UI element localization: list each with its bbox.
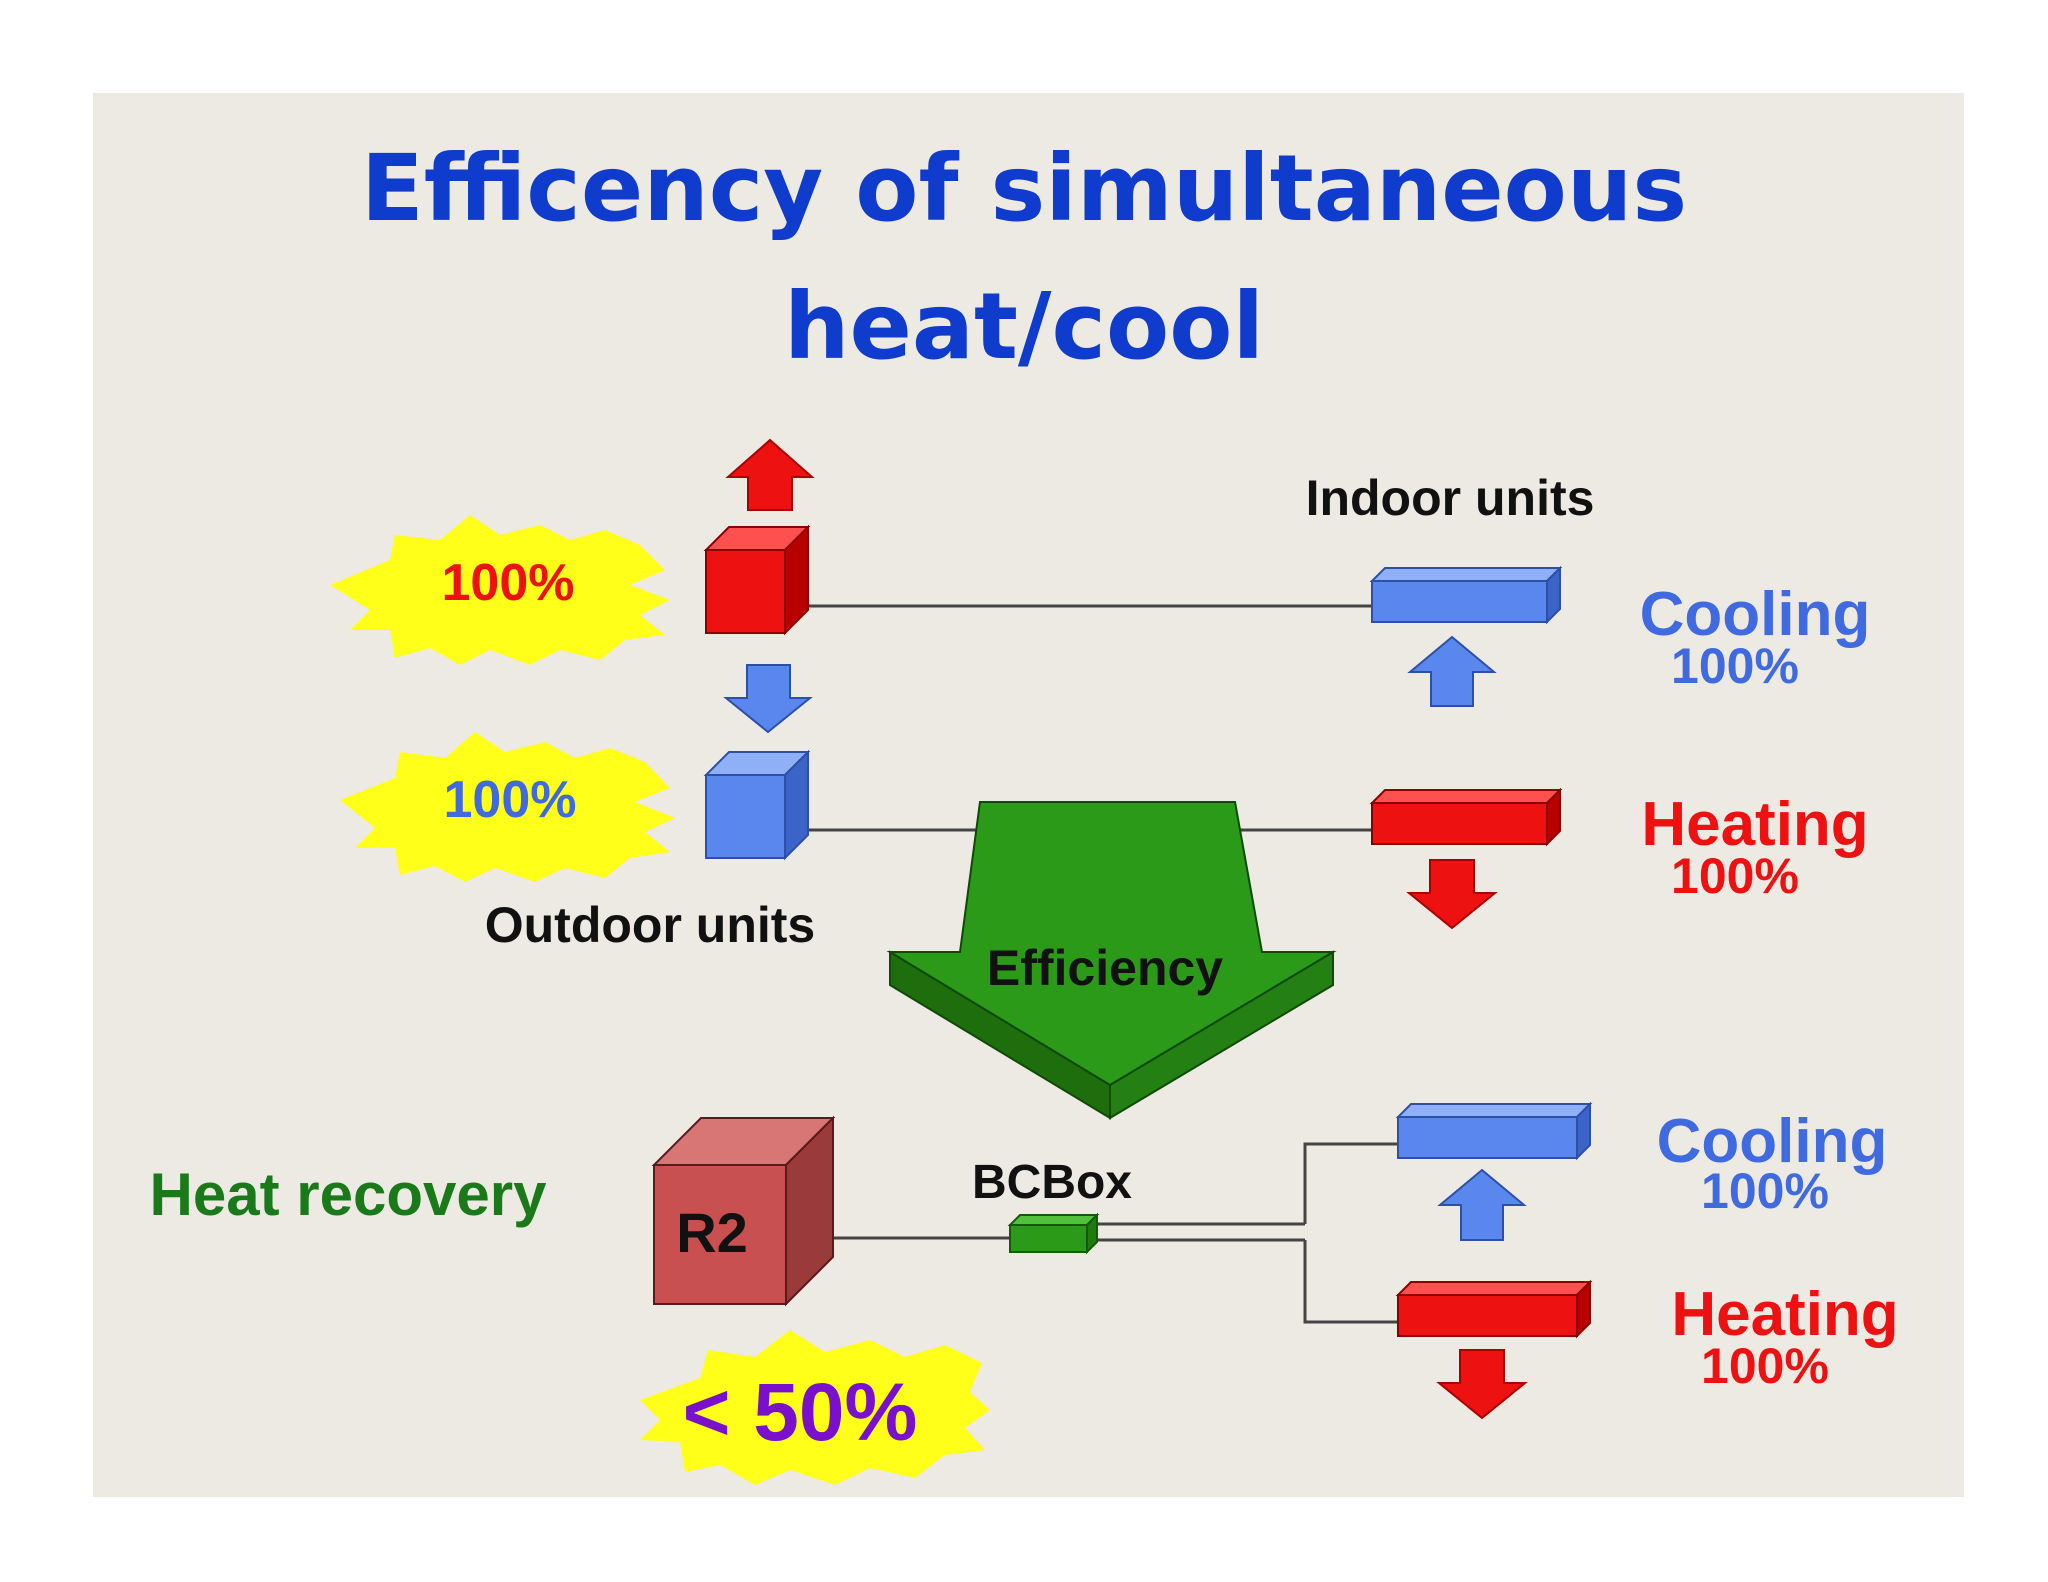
indoor-unit-heating [1369, 787, 1563, 847]
burst-cold-value: 100% [444, 771, 577, 829]
r2-unit-label: R2 [676, 1201, 748, 1264]
arrow-down-heating-icon [1406, 859, 1498, 930]
heating-label-bottom: Heating [1671, 1280, 1898, 1349]
r2-unit [651, 1115, 836, 1307]
bcbox-unit [1007, 1212, 1100, 1255]
cooling-label-top: Cooling [1640, 580, 1871, 649]
outdoor-unit-hot [703, 524, 811, 636]
cooling-label-bottom: Cooling [1657, 1107, 1888, 1176]
heating-value-top: 100% [1671, 848, 1799, 904]
efficiency-arrow-icon [886, 801, 1337, 1120]
arrow-down-cold-icon [723, 664, 813, 734]
burst-hot-value: 100% [442, 554, 575, 612]
arrow-up-hot-icon [725, 438, 815, 511]
arrow-down-heating-bottom-icon [1436, 1349, 1528, 1420]
burst-cold [340, 732, 675, 882]
arrow-up-cooling-bottom-icon [1437, 1168, 1527, 1241]
bcbox-label: BCBox [972, 1156, 1132, 1209]
title-line-2: heat/cool [784, 273, 1264, 380]
burst-hot [330, 515, 670, 665]
cooling-value-bottom: 100% [1701, 1163, 1829, 1219]
indoor-unit-cooling [1369, 565, 1563, 625]
burst-efficiency [640, 1330, 990, 1485]
outdoor-unit-cold [703, 749, 811, 861]
indoor-unit-heating-bottom [1395, 1279, 1593, 1339]
outdoor-units-label: Outdoor units [485, 897, 816, 953]
piping-lines [808, 604, 1398, 1324]
arrow-up-cooling-icon [1407, 635, 1497, 707]
heating-value-bottom: 100% [1701, 1338, 1829, 1394]
pipe-branch-heating [1303, 1240, 1398, 1324]
heating-label-top: Heating [1641, 790, 1868, 859]
indoor-units-label: Indoor units [1306, 470, 1595, 526]
pipe-branch-cooling [1303, 1142, 1398, 1224]
indoor-unit-cooling-bottom [1395, 1101, 1593, 1161]
heat-recovery-label: Heat recovery [150, 1161, 548, 1228]
cooling-value-top: 100% [1671, 638, 1799, 694]
efficiency-label: Efficiency [987, 940, 1223, 996]
title-line-1: Efficency of simultaneous [361, 135, 1687, 242]
efficiency-burst-value: < 50% [683, 1367, 918, 1458]
